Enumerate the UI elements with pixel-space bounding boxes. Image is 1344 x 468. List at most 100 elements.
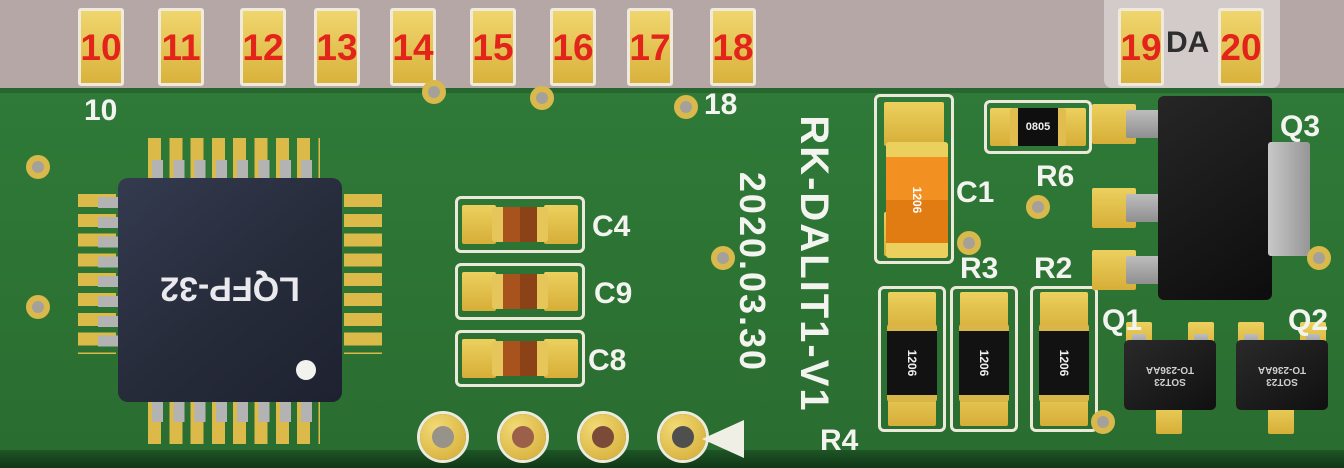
q2-transistor-body: SOT23 TO-236AA — [1236, 340, 1328, 410]
q3-transistor-body — [1158, 96, 1272, 300]
r2-resistor-body: 1206 — [1039, 324, 1089, 402]
r6-footprint-outline — [984, 100, 1092, 154]
silkscreen-r6: R6 — [1036, 160, 1075, 193]
c4-footprint-outline — [455, 196, 585, 253]
round-pad-2-hole — [512, 426, 534, 448]
connector-pad-12: 12 — [240, 8, 286, 86]
silkscreen-c8: C8 — [588, 344, 627, 377]
via — [530, 86, 554, 110]
silkscreen-pin10: 10 — [84, 94, 118, 127]
c1-pad-top — [884, 102, 944, 146]
connector-pad-13: 13 — [314, 8, 360, 86]
c1-marking: 1206 — [910, 186, 924, 214]
round-pad-3 — [580, 414, 626, 460]
via — [1091, 410, 1115, 434]
board-bottom-edge — [0, 450, 1344, 468]
c8-footprint-outline — [455, 330, 585, 387]
q2-marking: SOT23 TO-236AA — [1236, 340, 1328, 410]
c1-footprint-outline — [874, 94, 954, 264]
pad-number-overlay: 14 — [392, 26, 434, 68]
pad-number-overlay: 20 — [1220, 26, 1262, 68]
via — [26, 295, 50, 319]
silkscreen-pin18: 18 — [704, 88, 738, 121]
r4-marking: 1206 — [905, 349, 919, 377]
q1-marking-line1: SOT23 — [1154, 376, 1186, 387]
q3-lead-2 — [1126, 194, 1162, 222]
r4-resistor-body: 1206 — [887, 324, 937, 402]
r3-resistor-body: 1206 — [959, 324, 1009, 402]
ic-marking: LQFP-32 — [160, 269, 300, 308]
via — [422, 80, 446, 104]
r4-footprint-outline — [878, 286, 946, 432]
ic-leads-bottom — [152, 398, 316, 422]
connector-pad-19: 19 — [1118, 8, 1164, 86]
via — [1026, 195, 1050, 219]
ic-pin1-dot — [296, 360, 316, 380]
via — [957, 231, 981, 255]
pad-number-overlay: 19 — [1120, 26, 1162, 68]
connector-pad-15: 15 — [470, 8, 516, 86]
silkscreen-q3: Q3 — [1280, 110, 1321, 143]
pad-number-overlay: 12 — [242, 26, 284, 68]
silkscreen-q1: Q1 — [1102, 304, 1143, 337]
round-pad-4 — [660, 414, 706, 460]
connector-pad-10: 10 — [78, 8, 124, 86]
silkscreen-r3: R3 — [960, 252, 999, 285]
via — [26, 155, 50, 179]
ic-pads-right — [344, 194, 382, 354]
c9-pad-right — [544, 272, 578, 311]
polarity-arrow-icon — [702, 420, 744, 458]
r3-marking: 1206 — [977, 349, 991, 377]
silkscreen-q2: Q2 — [1288, 304, 1329, 337]
r6-marking: 0805 — [1025, 121, 1051, 133]
c1-capacitor-body: 1206 — [886, 142, 948, 258]
round-pad-4-hole — [672, 426, 694, 448]
ic-leads-top — [152, 160, 316, 182]
silkscreen-r2: R2 — [1034, 252, 1073, 285]
c4-capacitor-body — [492, 207, 548, 242]
round-pad-3-hole — [592, 426, 614, 448]
pad-number-overlay: 16 — [552, 26, 594, 68]
pad-number-overlay: 17 — [629, 26, 671, 68]
connector-pad-14: 14 — [390, 8, 436, 86]
silkscreen-board-name: RK-DALIT1-V1 — [792, 115, 836, 413]
silkscreen-c4: C4 — [592, 210, 631, 243]
c8-capacitor-body — [492, 341, 548, 376]
pad-number-overlay: 13 — [316, 26, 358, 68]
c9-footprint-outline — [455, 263, 585, 320]
connector-pad-17: 17 — [627, 8, 673, 86]
q1-marking: SOT23 TO-236AA — [1124, 340, 1216, 410]
connector-pad-18: 18 — [710, 8, 756, 86]
via — [1307, 246, 1331, 270]
r2-marking: 1206 — [1057, 349, 1071, 377]
c9-capacitor-body — [492, 274, 548, 309]
r3-footprint-outline — [950, 286, 1018, 432]
q1-marking-line2: TO-236AA — [1145, 364, 1195, 375]
board-top-edge-shadow — [0, 88, 1344, 93]
r6-pad-right — [1062, 108, 1086, 146]
c9-pad-left — [462, 272, 496, 311]
c4-pad-left — [462, 205, 496, 244]
connector-pad-11: 11 — [158, 8, 204, 86]
r6-resistor-body: 0805 — [1010, 108, 1066, 146]
c8-pad-left — [462, 339, 496, 378]
c8-pad-right — [544, 339, 578, 378]
q3-lead-1 — [1126, 110, 1162, 138]
q2-marking-line2: TO-236AA — [1257, 364, 1307, 375]
c4-pad-right — [544, 205, 578, 244]
round-pad-2 — [500, 414, 546, 460]
silkscreen-r4: R4 — [820, 424, 859, 457]
r2-footprint-outline — [1030, 286, 1098, 432]
round-pad-1-hole — [432, 426, 454, 448]
pad-number-overlay: 10 — [80, 26, 122, 68]
q3-lead-3 — [1126, 256, 1162, 284]
q1-transistor-body: SOT23 TO-236AA — [1124, 340, 1216, 410]
via — [711, 246, 735, 270]
connector-pad-16: 16 — [550, 8, 596, 86]
pad-number-overlay: 18 — [712, 26, 754, 68]
silkscreen-c9: C9 — [594, 277, 633, 310]
da-label: DA — [1166, 26, 1210, 59]
q3-metal-tab — [1268, 142, 1310, 256]
silkscreen-c1: C1 — [956, 176, 995, 209]
